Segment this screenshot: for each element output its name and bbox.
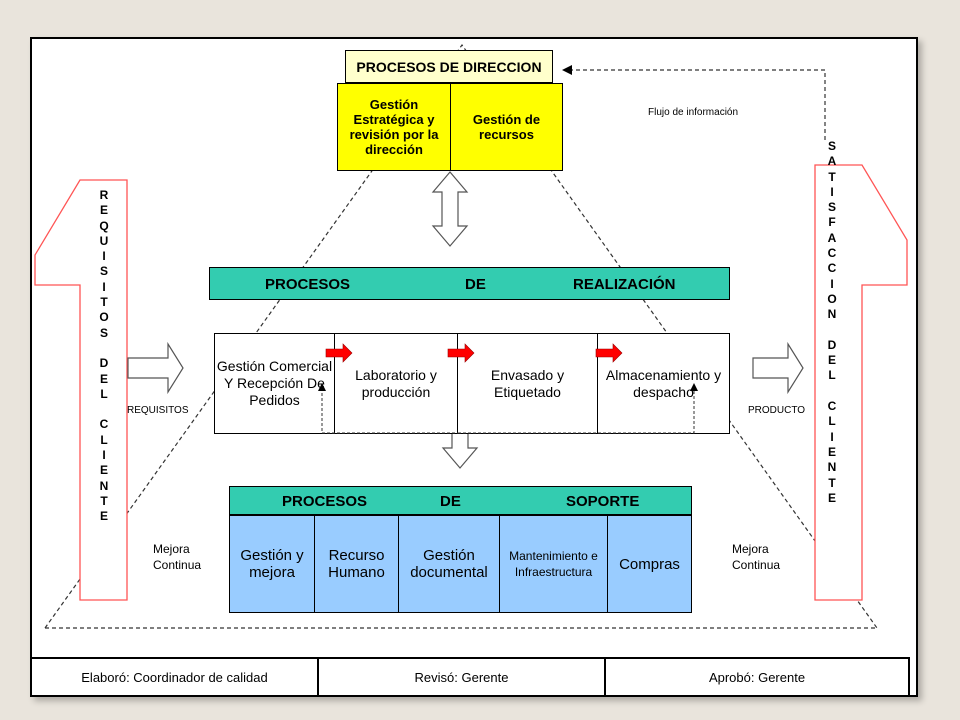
procesos-realizacion-title: PROCESOS DE REALIZACIÓN: [209, 267, 730, 300]
vertical-letter: T: [100, 295, 108, 310]
gestion-documental-box: Gestión documental: [398, 515, 500, 613]
realizacion-word-1: PROCESOS: [265, 276, 351, 293]
vertical-letter: C: [99, 417, 109, 432]
double-arrow-top: [431, 171, 469, 247]
vertical-letter: C: [827, 399, 837, 414]
laboratorio-produccion-box: Laboratorio y producción: [334, 333, 458, 434]
satisfaccion-outline: [814, 164, 908, 601]
vertical-letter: Q: [99, 218, 109, 233]
realizacion-word-3: REALIZACIÓN: [573, 276, 676, 293]
realizacion-word-2: DE: [465, 276, 486, 293]
vertical-letter: L: [828, 414, 836, 429]
flujo-informacion-label: Flujo de información: [648, 107, 739, 118]
vertical-letter: A: [827, 154, 837, 169]
gestion-comercial-box: Gestión Comercial Y Recepción De Pedidos: [214, 333, 335, 434]
procesos-soporte-title: PROCESOS DE SOPORTE: [229, 486, 692, 515]
vertical-letter: E: [99, 463, 108, 478]
mejora-continua-left: Mejora Continua: [153, 542, 202, 572]
vertical-letter: T: [828, 169, 836, 184]
vertical-letter: S: [827, 139, 836, 153]
vertical-letter: R: [99, 188, 109, 202]
vertical-letter: [97, 341, 111, 356]
vertical-letter: L: [828, 368, 836, 383]
recurso-humano-box: Recurso Humano: [314, 515, 399, 613]
vertical-letter: U: [99, 233, 109, 248]
vertical-letter: N: [827, 460, 837, 475]
soporte-word-1: PROCESOS: [282, 493, 368, 510]
vertical-letter: S: [99, 325, 108, 340]
vertical-letter: E: [99, 371, 108, 386]
vertical-letter: [825, 384, 839, 399]
red-arrow-1: [325, 343, 353, 363]
footer-reviso: Revisó: Gerente: [317, 657, 606, 697]
mantenimiento-box: Mantenimiento e Infraestructura: [499, 515, 608, 613]
vertical-letter: I: [102, 448, 106, 463]
vertical-letter: E: [827, 490, 836, 505]
vertical-letter: D: [99, 356, 109, 371]
footer-aprobo: Aprobó: Gerente: [604, 657, 910, 697]
vertical-letter: A: [827, 230, 837, 245]
requisitos-arrow: [127, 341, 184, 395]
vertical-letter: [97, 402, 111, 417]
vertical-letter: E: [827, 444, 836, 459]
gestion-mejora-box: Gestión y mejora: [229, 515, 315, 613]
requisitos-label: REQUISITOS: [127, 405, 189, 416]
compras-box: Compras: [607, 515, 692, 613]
vertical-letter: L: [100, 386, 108, 401]
vertical-letter: T: [828, 475, 836, 490]
vertical-letter: C: [827, 246, 837, 261]
vertical-letter: E: [99, 509, 108, 524]
vertical-letter: D: [827, 337, 837, 352]
vertical-letter: T: [100, 493, 108, 508]
vertical-letter: S: [99, 264, 108, 279]
vertical-letter: E: [99, 203, 108, 218]
vertical-letter: C: [827, 261, 837, 276]
requisitos-outline: [34, 179, 128, 601]
vertical-letter: I: [830, 276, 834, 291]
vertical-letter: I: [830, 429, 834, 444]
red-arrow-2: [447, 343, 475, 363]
producto-label: PRODUCTO: [748, 405, 806, 416]
mejora-continua-right: Mejora Continua: [732, 542, 781, 572]
producto-arrow: [752, 341, 804, 395]
red-arrow-3: [595, 343, 623, 363]
vertical-letter: S: [827, 200, 836, 215]
gestion-estrategica-box: Gestión Estratégica y revisión por la di…: [337, 83, 451, 171]
soporte-word-3: SOPORTE: [566, 493, 640, 510]
vertical-letter: F: [828, 215, 836, 230]
vertical-letter: E: [827, 353, 836, 368]
vertical-letter: N: [827, 307, 837, 322]
vertical-letter: O: [99, 310, 109, 325]
vertical-letter: I: [102, 249, 106, 264]
soporte-word-2: DE: [440, 493, 461, 510]
vertical-letter: I: [830, 184, 834, 199]
vertical-letter: L: [100, 432, 108, 447]
vertical-letter: I: [102, 279, 106, 294]
vertical-letter: [825, 323, 839, 338]
procesos-direccion-title: PROCESOS DE DIRECCION: [345, 50, 553, 83]
gestion-recursos-box: Gestión de recursos: [450, 83, 563, 171]
vertical-letter: O: [827, 291, 837, 306]
vertical-letter: N: [99, 478, 109, 493]
footer-elaboro: Elaboró: Coordinador de calidad: [30, 657, 319, 697]
